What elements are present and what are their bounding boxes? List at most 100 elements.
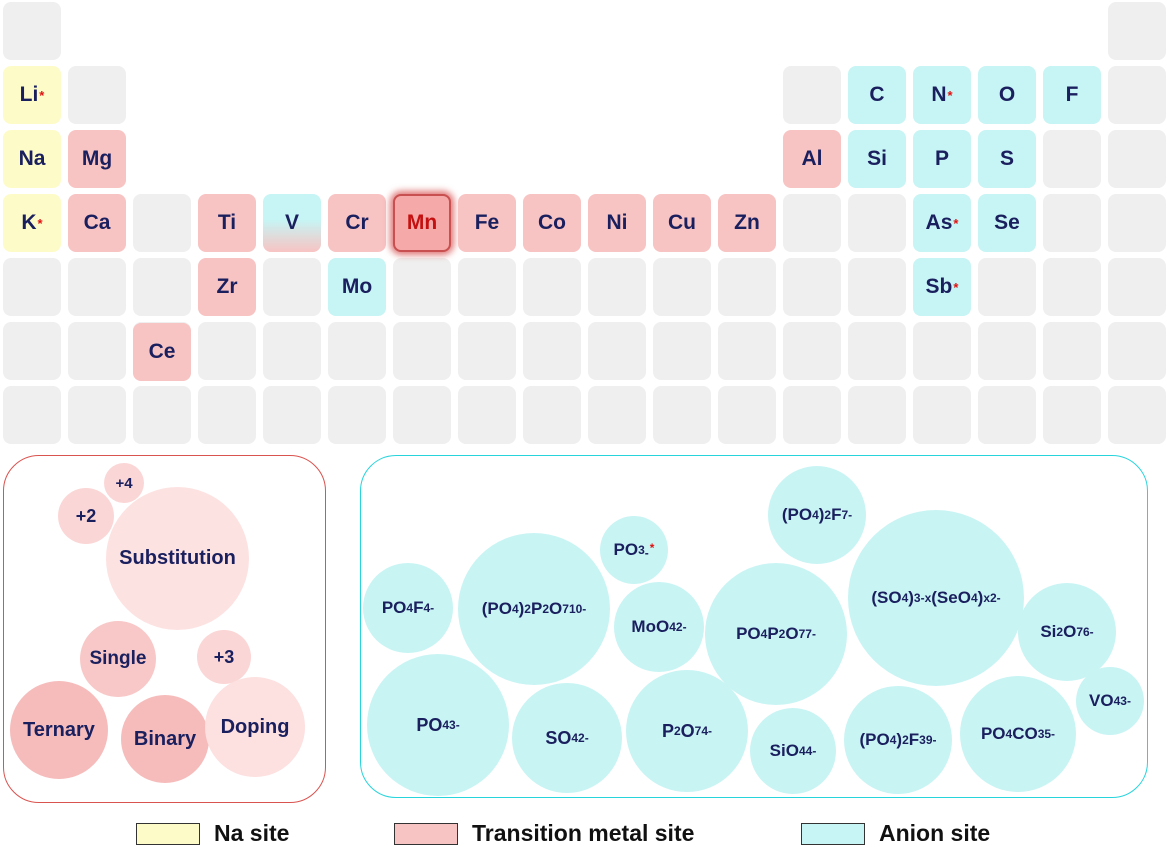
empty-cell: [458, 258, 516, 316]
bubble-plus3: +3: [197, 630, 251, 684]
empty-cell: [718, 322, 776, 380]
star-mark: *: [649, 540, 655, 555]
empty-cell: [68, 322, 126, 380]
element-symbol: V: [284, 211, 299, 234]
element-cell-cr: Cr: [328, 194, 386, 252]
element-cell-se: Se: [978, 194, 1036, 252]
anion-group-panel: [360, 455, 1148, 798]
empty-cell: [783, 258, 841, 316]
empty-cell: [783, 194, 841, 252]
star-mark: *: [37, 215, 43, 231]
element-symbol: Ce: [148, 340, 176, 363]
star-mark: *: [39, 87, 45, 103]
element-cell-cu: Cu: [653, 194, 711, 252]
empty-cell: [1043, 258, 1101, 316]
element-cell-si: Si: [848, 130, 906, 188]
element-cell-mo: Mo: [328, 258, 386, 316]
element-cell-na: Na: [3, 130, 61, 188]
element-symbol: Li: [19, 83, 39, 106]
empty-cell: [458, 386, 516, 444]
element-cell-p: P: [913, 130, 971, 188]
element-symbol: P: [934, 147, 949, 170]
element-symbol: Mg: [81, 147, 113, 170]
legend-label: Na site: [214, 820, 290, 846]
element-symbol: O: [998, 83, 1016, 106]
element-cell-ti: Ti: [198, 194, 256, 252]
empty-cell: [848, 194, 906, 252]
empty-cell: [783, 322, 841, 380]
empty-cell: [3, 322, 61, 380]
element-symbol: Mo: [341, 275, 373, 298]
empty-cell: [523, 322, 581, 380]
star-mark: *: [953, 215, 959, 231]
empty-cell: [1043, 386, 1101, 444]
empty-cell: [1043, 130, 1101, 188]
empty-cell: [848, 322, 906, 380]
empty-cell: [458, 322, 516, 380]
empty-cell: [1108, 322, 1166, 380]
empty-cell: [1043, 322, 1101, 380]
empty-cell: [783, 66, 841, 124]
empty-cell: [328, 322, 386, 380]
empty-cell: [68, 386, 126, 444]
element-symbol: Si: [867, 147, 887, 170]
element-cell-as: As*: [913, 194, 971, 252]
element-symbol: Sb: [925, 275, 953, 298]
bubble-ternary: Ternary: [10, 681, 108, 779]
element-cell-al: Al: [783, 130, 841, 188]
element-symbol: Co: [538, 211, 566, 234]
empty-cell: [1108, 66, 1166, 124]
empty-cell: [263, 258, 321, 316]
element-symbol: F: [1065, 83, 1079, 106]
bubble-binary: Binary: [121, 695, 209, 783]
element-cell-s: S: [978, 130, 1036, 188]
empty-cell: [1108, 130, 1166, 188]
empty-cell: [198, 322, 256, 380]
element-cell-n: N*: [913, 66, 971, 124]
element-cell-ni: Ni: [588, 194, 646, 252]
empty-cell: [653, 386, 711, 444]
element-cell-mg: Mg: [68, 130, 126, 188]
empty-cell: [1108, 386, 1166, 444]
bubble-doping: Doping: [205, 677, 305, 777]
empty-cell: [588, 386, 646, 444]
element-cell-v: V: [263, 194, 321, 252]
element-symbol: Ti: [217, 211, 237, 234]
empty-cell: [263, 386, 321, 444]
empty-cell: [653, 322, 711, 380]
empty-cell: [393, 386, 451, 444]
bubble-substitution: Substitution: [106, 487, 249, 630]
empty-cell: [978, 258, 1036, 316]
empty-cell: [783, 386, 841, 444]
legend-transition-metal-site: Transition metal site: [394, 820, 694, 847]
bubble-plus2: +2: [58, 488, 114, 544]
element-symbol: Se: [994, 211, 1020, 234]
empty-cell: [393, 258, 451, 316]
empty-cell: [588, 258, 646, 316]
empty-cell: [3, 2, 61, 60]
empty-cell: [913, 322, 971, 380]
bubble-single: Single: [80, 621, 156, 697]
empty-cell: [133, 194, 191, 252]
element-cell-c: C: [848, 66, 906, 124]
empty-cell: [718, 386, 776, 444]
legend-swatch-transition-metal-site: [394, 822, 458, 845]
element-cell-fe: Fe: [458, 194, 516, 252]
element-symbol: Zn: [734, 211, 760, 234]
element-symbol: C: [869, 83, 885, 106]
element-cell-zr: Zr: [198, 258, 256, 316]
empty-cell: [978, 386, 1036, 444]
legend-anion-site: Anion site: [801, 820, 990, 847]
empty-cell: [523, 386, 581, 444]
empty-cell: [978, 322, 1036, 380]
element-cell-ce: Ce: [133, 323, 191, 381]
